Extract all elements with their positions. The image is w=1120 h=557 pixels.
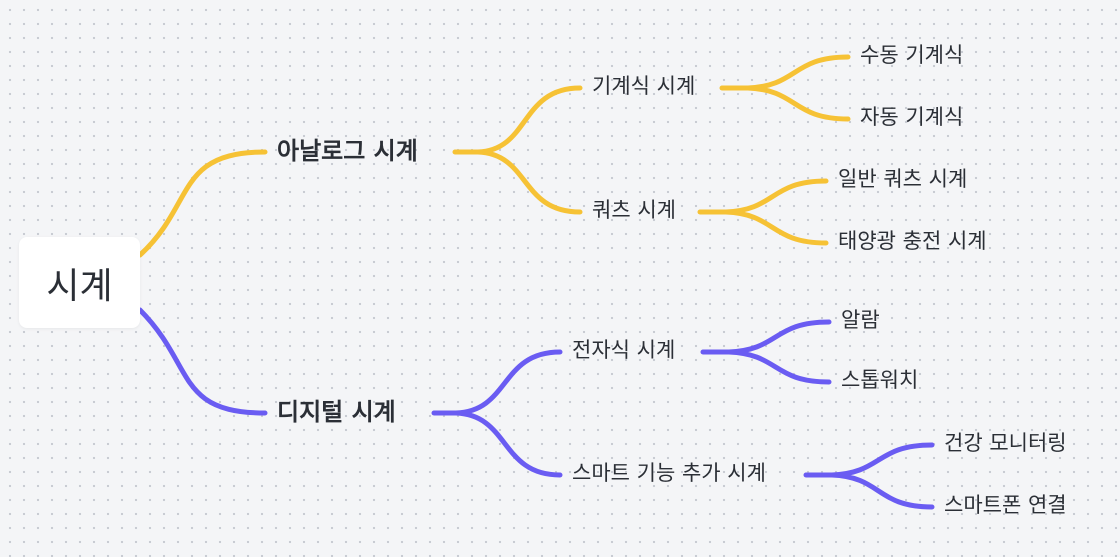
- leaf-manual-mechanical[interactable]: 수동 기계식: [860, 43, 964, 67]
- edge-electronic-alarm: [726, 319, 832, 355]
- edge-electronic-stopwatch: [726, 349, 832, 385]
- leaf-alarm[interactable]: 알람: [841, 308, 880, 332]
- node-digital[interactable]: 디지털 시계: [277, 398, 396, 426]
- edge-quartz-solar: [723, 209, 829, 246]
- leaf-stopwatch[interactable]: 스톱워치: [841, 368, 919, 392]
- edge-quartz-regular: [723, 178, 829, 215]
- root-node[interactable]: 시계: [19, 237, 140, 328]
- node-analog[interactable]: 아날로그 시계: [277, 137, 418, 165]
- edge-analog-quartz: [475, 149, 583, 215]
- leaf-solar-quartz[interactable]: 태양광 충전 시계: [838, 229, 987, 253]
- leaf-regular-quartz[interactable]: 일반 쿼츠 시계: [838, 167, 968, 191]
- node-electronic[interactable]: 전자식 시계: [572, 338, 676, 362]
- edge-root-digital: [137, 307, 268, 416]
- leaf-health-monitoring[interactable]: 건강 모니터링: [944, 431, 1067, 455]
- edge-mechanical-automatic: [745, 85, 851, 122]
- edge-digital-smart: [453, 410, 563, 478]
- edge-smart-phone: [829, 472, 935, 510]
- leaf-automatic-mechanical[interactable]: 자동 기계식: [860, 105, 964, 129]
- edge-root-analog: [137, 149, 268, 258]
- edge-smart-health: [829, 442, 935, 478]
- leaf-smartphone-connection[interactable]: 스마트폰 연결: [944, 493, 1067, 517]
- node-smart[interactable]: 스마트 기능 추가 시계: [572, 461, 766, 485]
- edge-mechanical-manual: [745, 54, 851, 91]
- edge-analog-mechanical: [475, 85, 583, 155]
- node-quartz[interactable]: 쿼츠 시계: [592, 198, 676, 222]
- node-mechanical[interactable]: 기계식 시계: [592, 74, 696, 98]
- root-label: 시계: [46, 265, 113, 307]
- edge-digital-electronic: [453, 349, 563, 416]
